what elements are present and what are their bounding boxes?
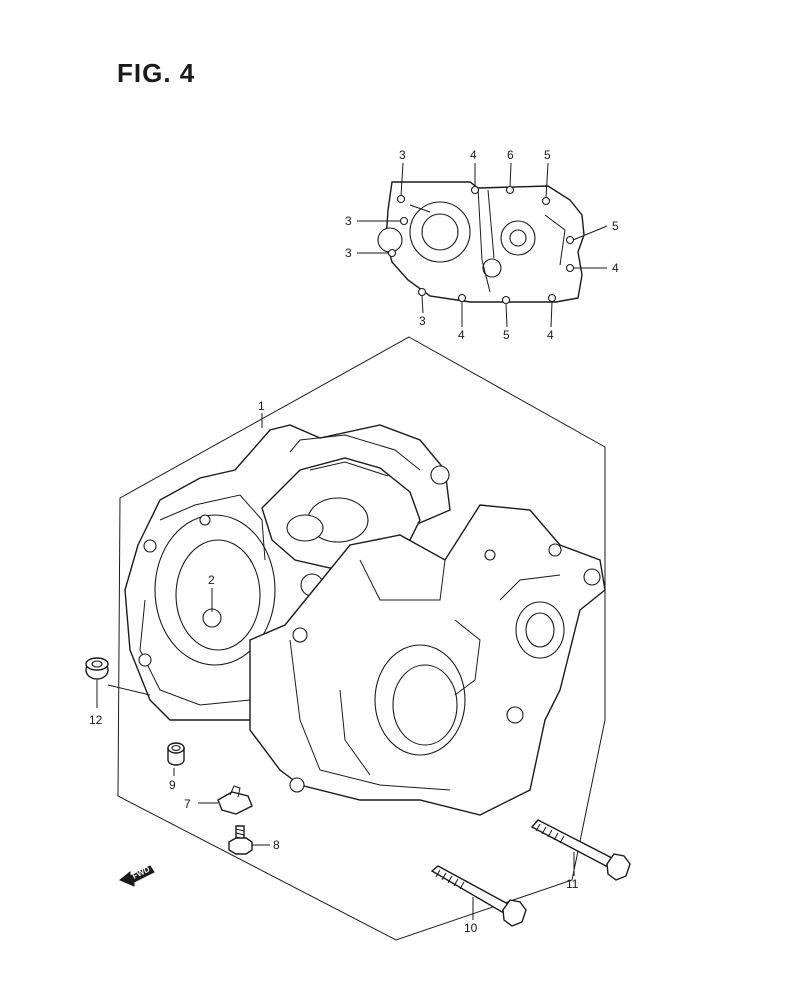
callout-6: 6 [507,148,514,162]
crankcase-mating-face [377,181,585,305]
callout-3-lower-left: 3 [345,246,352,260]
callout-10: 10 [464,921,478,935]
leader-12-to-case [107,684,151,696]
callout-5-right: 5 [612,219,619,233]
callout-3-upper-left: 3 [345,214,352,228]
callout-4-top: 4 [470,148,477,162]
crankcase-body [124,424,606,816]
part-7-bracket [217,785,253,815]
callout-4-bottom-right: 4 [547,328,554,342]
callout-9: 9 [169,778,176,792]
callout-1: 1 [258,399,265,413]
part-8-bolt [228,825,253,855]
callout-2: 2 [208,573,215,587]
callout-8: 8 [273,838,280,852]
callout-11: 11 [566,877,579,891]
fwd-arrow-icon: FWD [119,865,155,887]
assembly-outline [117,336,606,941]
callout-5-bottom: 5 [503,328,510,342]
part-11-bolt [530,819,631,881]
part-12-seal [85,657,109,680]
figure-title: FIG. 4 [117,58,196,88]
callout-4-bottom: 4 [458,328,465,342]
top-view-leaders [357,162,608,328]
callout-7: 7 [184,797,191,811]
part-10-bolt [430,865,527,927]
callout-3-top: 3 [399,148,406,162]
callout-12: 12 [89,713,103,727]
part-9-dowel [167,742,185,766]
callout-4-right: 4 [612,261,619,275]
callout-5-top: 5 [544,148,551,162]
callout-3-bottom: 3 [419,314,426,328]
